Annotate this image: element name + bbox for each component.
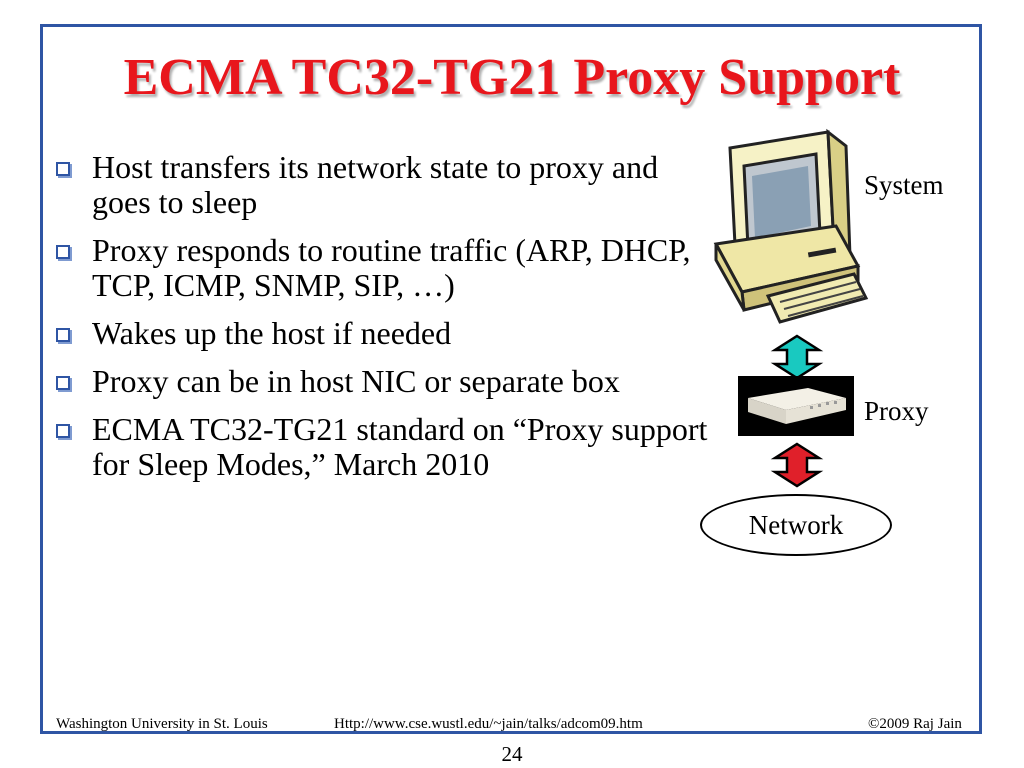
network-oval: Network xyxy=(700,494,892,556)
bullet-item: Wakes up the host if needed xyxy=(50,316,710,351)
bullet-text: Wakes up the host if needed xyxy=(92,315,452,351)
double-arrow-icon xyxy=(770,334,824,380)
page-number: 24 xyxy=(501,742,523,766)
bullet-text: Proxy can be in host NIC or separate box xyxy=(92,363,620,399)
proxy-label: Proxy xyxy=(864,396,929,426)
checkbox-bullet-icon xyxy=(56,424,70,438)
slide-frame xyxy=(40,24,982,734)
bullet-item: Proxy can be in host NIC or separate box xyxy=(50,364,710,399)
checkbox-bullet-icon xyxy=(56,245,70,259)
footer-institution: Washington University in St. Louis xyxy=(56,716,268,732)
network-label: Network xyxy=(748,509,844,540)
bullet-item: Proxy responds to routine traffic (ARP, … xyxy=(50,233,710,303)
slide-title: ECMA TC32-TG21 Proxy Support xyxy=(123,49,901,106)
footer-url: Http://www.cse.wustl.edu/~jain/talks/adc… xyxy=(334,716,643,732)
checkbox-bullet-icon xyxy=(56,162,70,176)
bullet-text: ECMA TC32-TG21 standard on “Proxy suppor… xyxy=(92,411,708,482)
bullet-item: ECMA TC32-TG21 standard on “Proxy suppor… xyxy=(50,412,710,482)
double-arrow-icon xyxy=(770,442,824,488)
proxy-device-icon xyxy=(738,376,854,436)
checkbox-bullet-icon xyxy=(56,328,70,342)
bullet-text: Proxy responds to routine traffic (ARP, … xyxy=(92,232,691,303)
checkbox-bullet-icon xyxy=(56,376,70,390)
bullet-text: Host transfers its network state to prox… xyxy=(92,149,659,220)
bullet-item: Host transfers its network state to prox… xyxy=(50,150,710,220)
footer-copyright: ©2009 Raj Jain xyxy=(868,716,962,732)
bullet-list: Host transfers its network state to prox… xyxy=(50,150,710,495)
computer-icon xyxy=(713,128,869,324)
system-label: System xyxy=(864,170,944,200)
